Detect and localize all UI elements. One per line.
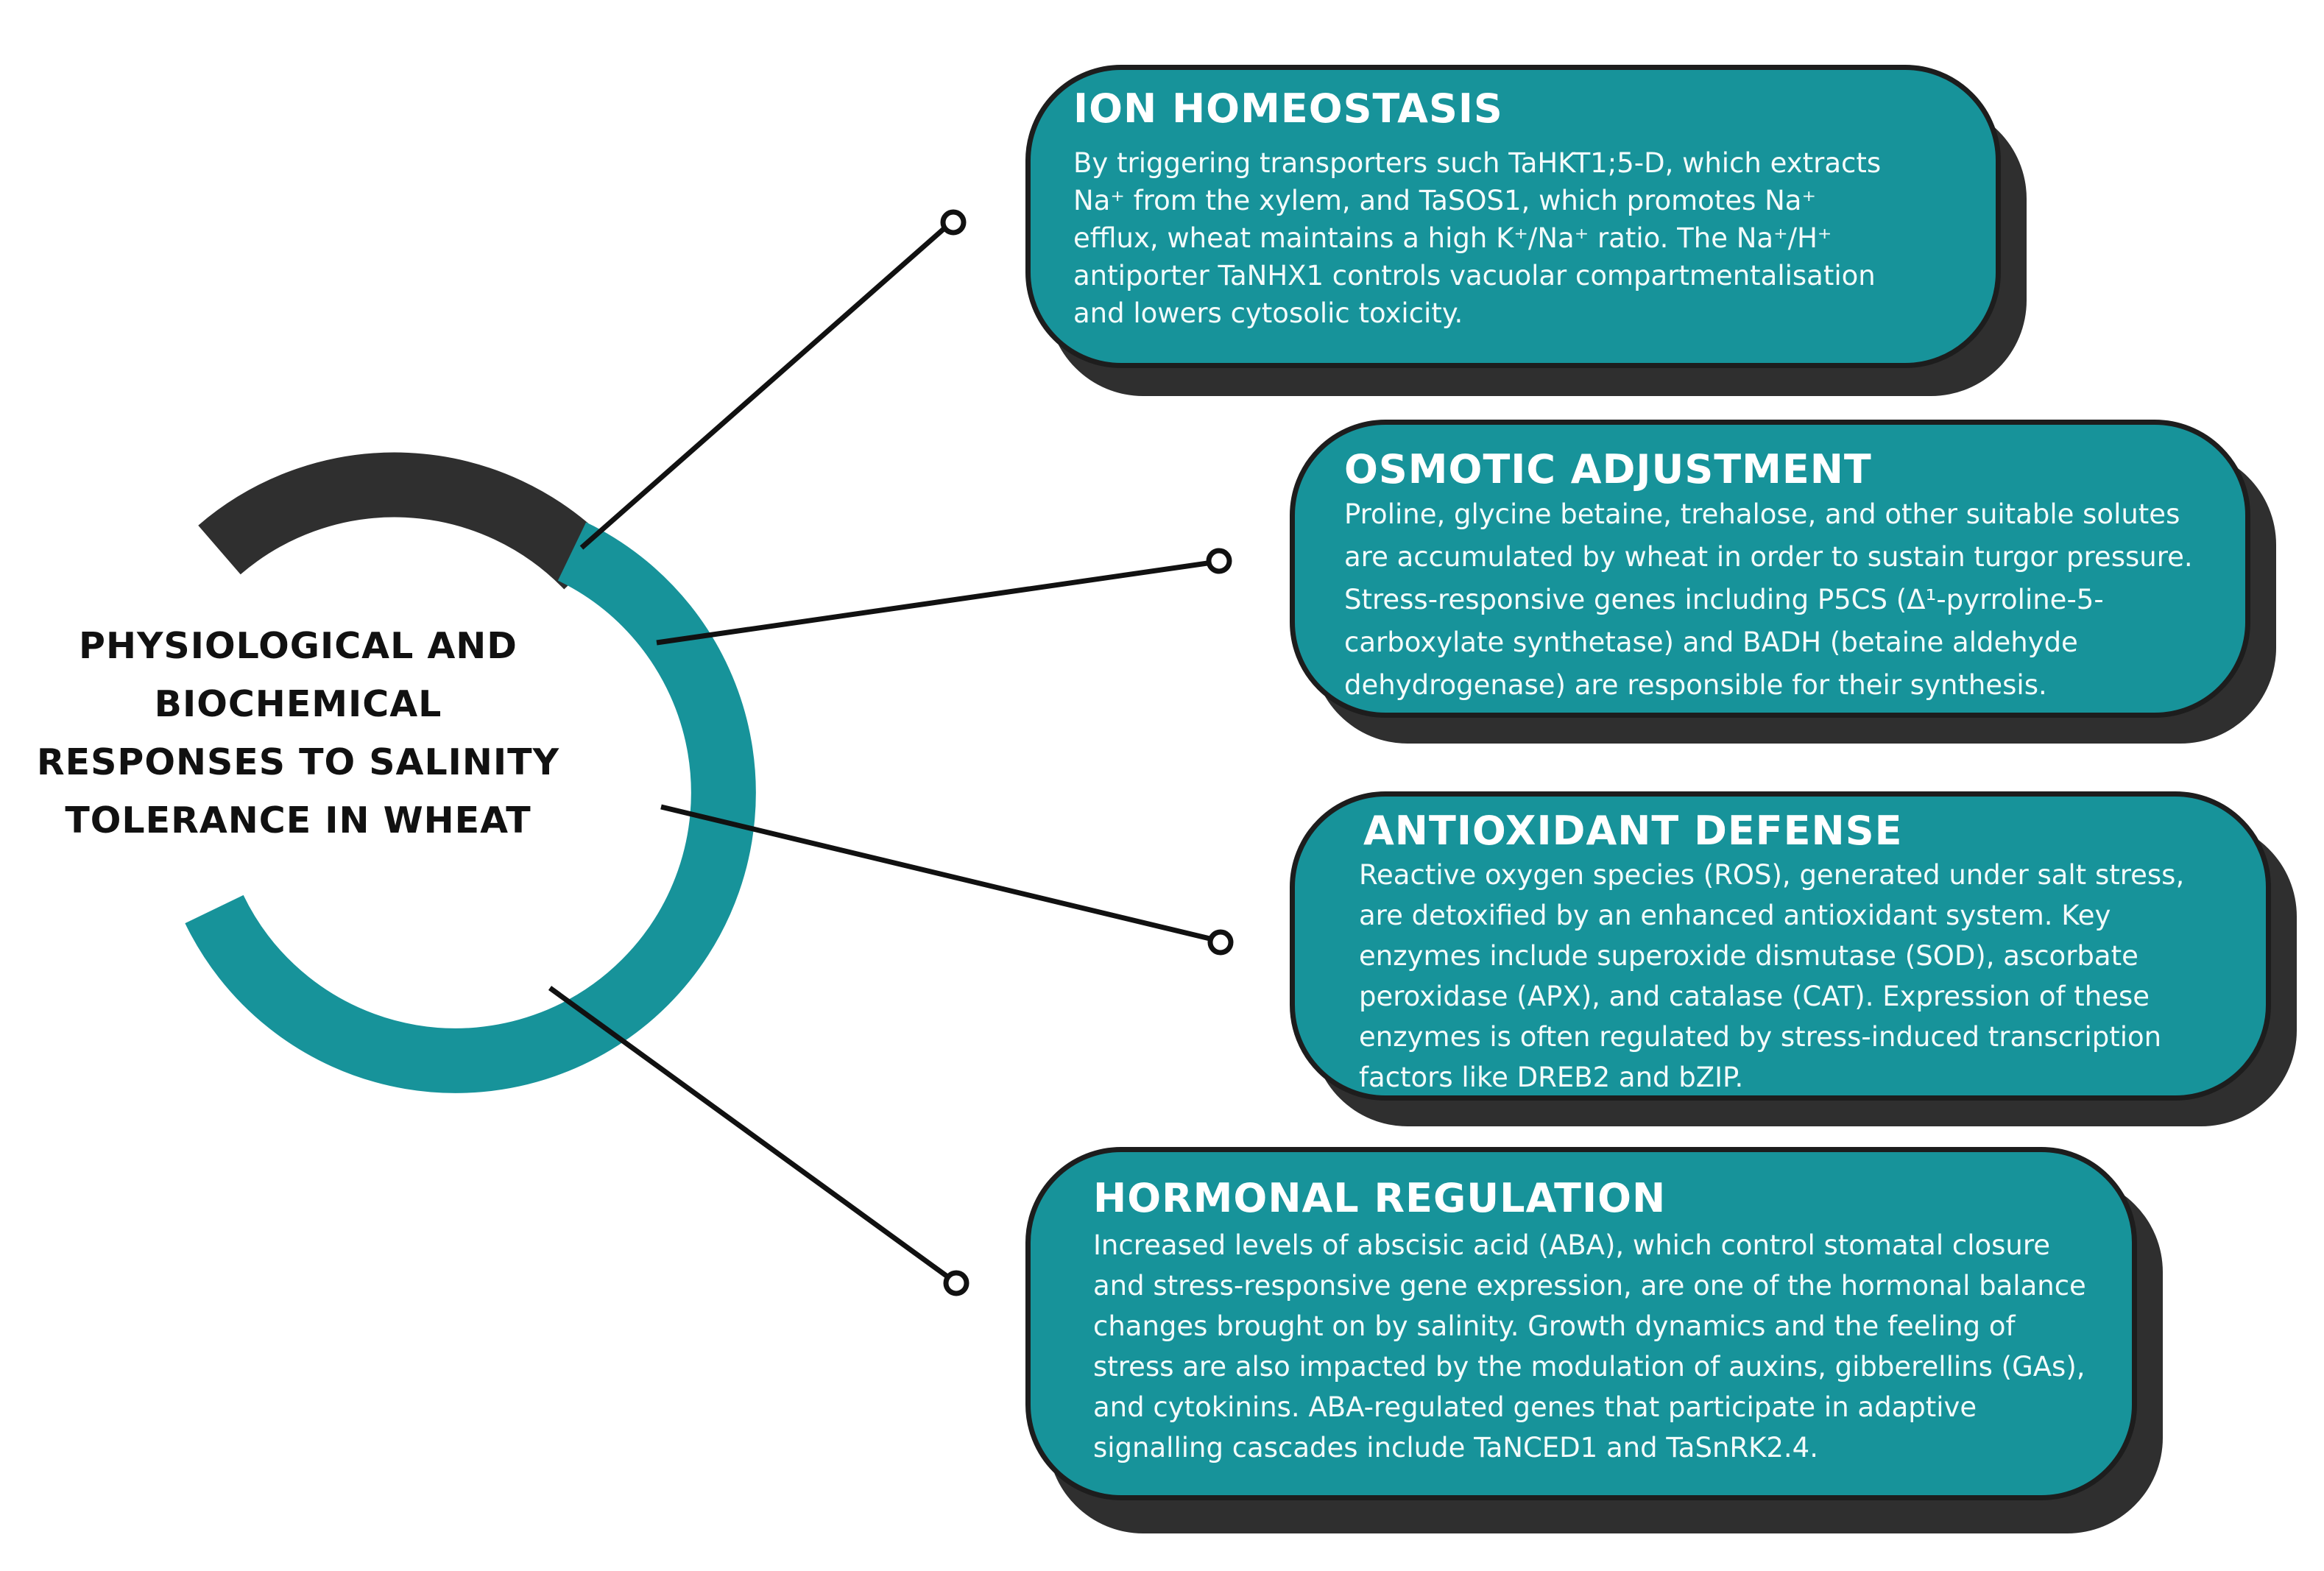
card-body-line: are accumulated by wheat in order to sus…	[1344, 541, 2193, 573]
card-body: Proline, glycine betaine, trehalose, and…	[1344, 493, 2193, 707]
card-body-line: peroxidase (APX), and catalase (CAT). Ex…	[1359, 981, 2150, 1012]
connector-dot-hormonal	[943, 1270, 969, 1296]
card-heading: HORMONAL REGULATION	[1093, 1175, 1667, 1221]
connector-line-ion	[579, 221, 953, 550]
card-body-line: By triggering transporters such TaHKT1;5…	[1073, 147, 1882, 179]
card-body-line: dehydrogenase) are responsible for their…	[1344, 669, 2047, 701]
central-title-line: PHYSIOLOGICAL AND	[79, 625, 518, 667]
card-hormonal-regulation: HORMONAL REGULATION Increased levels of …	[1025, 1147, 2163, 1533]
card-body-line: are detoxified by an enhanced antioxidan…	[1359, 900, 2111, 931]
card-body: By triggering transporters such TaHKT1;5…	[1073, 144, 1881, 332]
card-face	[1025, 65, 2001, 368]
card-body-line: and lowers cytosolic toxicity.	[1073, 297, 1463, 329]
card-body-line: and stress-responsive gene expression, a…	[1093, 1270, 2086, 1302]
card-body-line: changes brought on by salinity. Growth d…	[1093, 1310, 2016, 1342]
card-body-line: efflux, wheat maintains a high K⁺/Na⁺ ra…	[1073, 222, 1832, 254]
connector-line-antioxidant	[660, 804, 1220, 944]
connector-line-osmotic	[656, 559, 1218, 646]
card-heading: ANTIOXIDANT DEFENSE	[1363, 808, 1903, 854]
connector-dot-antioxidant	[1207, 929, 1234, 956]
card-body: Reactive oxygen species (ROS), generated…	[1359, 855, 2184, 1098]
card-body-line: enzymes is often regulated by stress-ind…	[1359, 1021, 2162, 1053]
card-body-line: Increased levels of abscisic acid (ABA),…	[1093, 1229, 2051, 1261]
card-face	[1290, 420, 2250, 718]
card-body-line: factors like DREB2 and bZIP.	[1359, 1062, 1744, 1093]
card-body-line: antiporter TaNHX1 controls vacuolar comp…	[1073, 260, 1876, 292]
central-title-line: TOLERANCE IN WHEAT	[65, 799, 531, 841]
card-antioxidant-defense: ANTIOXIDANT DEFENSE Reactive oxygen spec…	[1290, 791, 2297, 1126]
central-title-line: BIOCHEMICAL	[154, 683, 442, 725]
card-body-line: carboxylate synthetase) and BADH (betain…	[1344, 626, 2078, 658]
ring-dark-arc	[198, 452, 611, 590]
card-body-line: Proline, glycine betaine, trehalose, and…	[1344, 498, 2180, 530]
central-title: PHYSIOLOGICAL AND BIOCHEMICAL RESPONSES …	[15, 617, 582, 850]
card-ion-homeostasis: ION HOMEOSTASIS By triggering transporte…	[1025, 65, 2027, 396]
connector-dot-ion	[940, 209, 967, 236]
card-body-line: signalling cascades include TaNCED1 and …	[1093, 1432, 1818, 1464]
card-face	[1290, 791, 2271, 1101]
card-body: Increased levels of abscisic acid (ABA),…	[1093, 1225, 2086, 1468]
central-title-line: RESPONSES TO SALINITY	[36, 741, 560, 783]
card-heading: ION HOMEOSTASIS	[1073, 85, 1503, 132]
card-body-line: Reactive oxygen species (ROS), generated…	[1359, 859, 2185, 891]
connector-line-hormonal	[548, 986, 958, 1285]
connector-dot-osmotic	[1206, 548, 1232, 574]
card-body-line: enzymes include superoxide dismutase (SO…	[1359, 940, 2138, 972]
card-body-line: stress are also impacted by the modulati…	[1093, 1351, 2085, 1383]
card-face	[1025, 1147, 2137, 1500]
ring-teal-arc	[185, 522, 756, 1093]
card-body-line: Na⁺ from the xylem, and TaSOS1, which pr…	[1073, 185, 1817, 216]
card-body-line: and cytokinins. ABA-regulated genes that…	[1093, 1391, 1977, 1423]
card-osmotic-adjustment: OSMOTIC ADJUSTMENT Proline, glycine beta…	[1290, 420, 2276, 744]
card-heading: OSMOTIC ADJUSTMENT	[1344, 446, 1872, 493]
card-body-line: Stress-responsive genes including P5CS (…	[1344, 584, 2104, 615]
